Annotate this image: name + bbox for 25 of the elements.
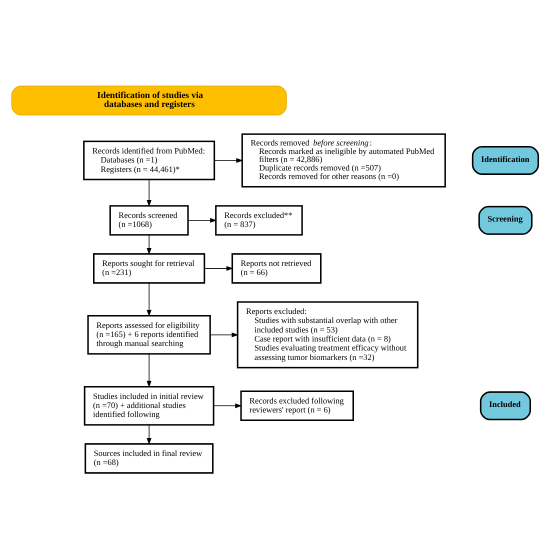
arrow — [146, 234, 152, 254]
node-box: Records excluded following reviewers' report (n = 6) — [240, 390, 354, 421]
arrow — [146, 178, 152, 206]
arrow — [146, 424, 152, 444]
node-box: Studies included in initial review (n =70) + additional studies identified following — [84, 385, 214, 426]
node-box: Included — [480, 390, 532, 420]
arrow — [204, 266, 234, 270]
arrow — [214, 158, 244, 162]
node-box: Screening — [478, 205, 533, 234]
node-box: Records identified from PubMed: Databases (n =1) Registers (n = 44,461)* — [83, 140, 216, 180]
node-box: Reports excluded: Studies with substantial overlap with other included studies (n = 53) Case report with insufficient data (n = 8) Studies evaluating treatment efficacy without assessing tumor biomarkers (n =32) — [236, 300, 418, 368]
node-box: Identification — [472, 145, 540, 174]
arrow — [213, 402, 242, 408]
arrow — [146, 282, 152, 316]
node-box: Records excluded** (n = 837) — [215, 204, 303, 236]
node-box: Identification of studies via databases and registers — [11, 85, 287, 115]
node-box: Reports assessed for eligibility (n =165) + 6 reports identified through manual searching — [87, 314, 211, 354]
arrow — [146, 353, 152, 388]
node-box: Records removed before screening: Records marked as ineligible by automated PubMed filters (n = 42,886) Duplicate records removed (n =507) Records removed for other reasons (n =0) — [241, 132, 446, 188]
node-box: Reports sought for retrieval (n =231) — [93, 252, 206, 284]
arrow — [188, 217, 217, 222]
arrow — [210, 332, 239, 337]
node-box: Reports not retrieved (n = 66) — [232, 252, 322, 284]
node-box: Sources included in final review (n =68) — [84, 442, 214, 474]
node-box: Records screened (n =1068) — [109, 204, 189, 236]
